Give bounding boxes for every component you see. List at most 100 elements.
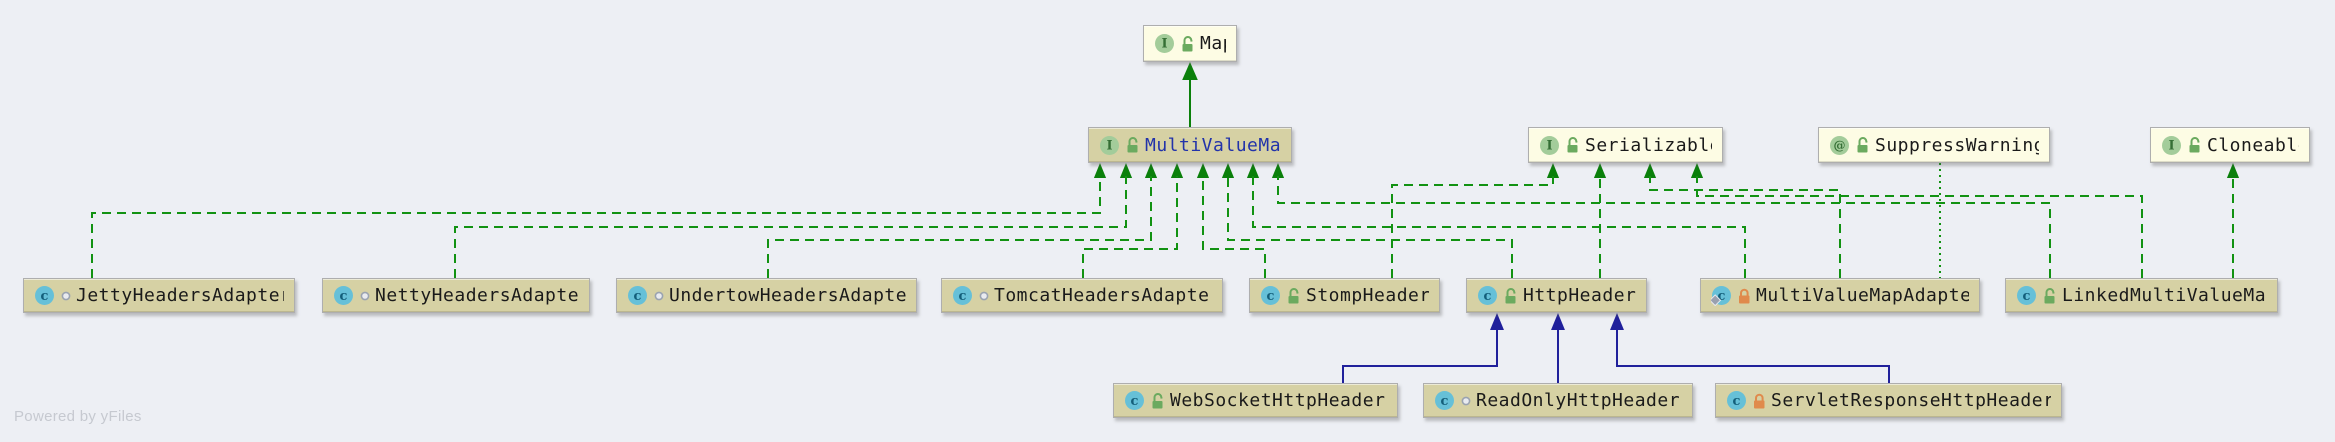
- node-Map[interactable]: I Map: [1143, 25, 1237, 62]
- open-lock-icon: [1180, 35, 1196, 53]
- node-HttpHeaders[interactable]: c HttpHeaders: [1466, 278, 1647, 313]
- svg-text:c: c: [1484, 289, 1492, 304]
- node-Serializable[interactable]: I Serializable: [1528, 127, 1723, 163]
- arrowhead-LinkedMultiValueMap-Cloneable: [2226, 163, 2240, 178]
- svg-text:c: c: [41, 289, 49, 304]
- node-StompHeaders[interactable]: c StompHeaders: [1249, 278, 1440, 313]
- edge-realization-NettyHeadersAdapter-MultiValueMap: [454, 176, 1127, 278]
- closed-lock-icon: [1752, 392, 1767, 410]
- node-WebSocketHttpHeaders[interactable]: c WebSocketHttpHeaders: [1113, 383, 1398, 418]
- svg-text:c: c: [959, 289, 967, 304]
- svg-text:I: I: [2168, 138, 2174, 153]
- closed-lock-icon: [1737, 287, 1752, 305]
- svg-text:@: @: [1834, 138, 1846, 152]
- open-lock-icon: [1150, 392, 1166, 410]
- arrowhead-MultiValueMap-Map: [1182, 62, 1198, 80]
- node-label: Serializable: [1585, 134, 1712, 156]
- edge-realization-LinkedMultiValueMap-Serializable: [1696, 176, 2143, 278]
- svg-text:I: I: [1161, 37, 1167, 52]
- svg-text:c: c: [634, 289, 642, 304]
- arrowhead-NettyHeadersAdapter-MultiValueMap: [1119, 163, 1133, 178]
- package-private-icon: [359, 290, 371, 302]
- class-icon: c: [34, 285, 55, 306]
- node-NettyHeadersAdapter[interactable]: c NettyHeadersAdapter: [322, 278, 590, 313]
- node-MultiValueMap[interactable]: I MultiValueMap: [1088, 127, 1292, 163]
- edge-realization-TomcatHeadersAdapter-MultiValueMap: [1082, 176, 1178, 278]
- node-label: HttpHeaders: [1523, 285, 1636, 306]
- yfiles-watermark: Powered by yFiles: [14, 408, 142, 425]
- interface-icon: I: [1099, 135, 1120, 156]
- open-lock-icon: [1286, 287, 1302, 305]
- interface-icon: I: [1539, 135, 1560, 156]
- node-MultiValueMapAdapter[interactable]: c MultiValueMapAdapter: [1700, 278, 1980, 313]
- svg-text:I: I: [1106, 138, 1112, 153]
- node-label: ReadOnlyHttpHeaders: [1476, 390, 1682, 411]
- class-icon: c: [1434, 390, 1455, 411]
- edge-realization-StompHeaders-Serializable: [1391, 176, 1554, 278]
- class-icon: c: [627, 285, 648, 306]
- edge-class-extends-WebSocketHttpHeaders-HttpHeaders: [1342, 328, 1498, 383]
- node-label: MultiValueMapAdapter: [1756, 285, 1969, 306]
- package-private-icon: [60, 290, 72, 302]
- class-icon: c: [1711, 285, 1732, 306]
- node-LinkedMultiValueMap[interactable]: c LinkedMultiValueMap: [2005, 278, 2278, 313]
- node-label: MultiValueMap: [1145, 134, 1281, 156]
- svg-text:c: c: [1441, 394, 1449, 409]
- arrowhead-LinkedMultiValueMap-MultiValueMap: [1271, 163, 1285, 178]
- node-label: NettyHeadersAdapter: [375, 285, 579, 306]
- arrowhead-StompHeaders-MultiValueMap: [1196, 163, 1210, 178]
- arrowhead-LinkedMultiValueMap-Serializable: [1690, 163, 1704, 178]
- edge-realization-MultiValueMapAdapter-MultiValueMap: [1252, 176, 1746, 278]
- node-UndertowHeadersAdapter[interactable]: c UndertowHeadersAdapter: [616, 278, 917, 313]
- svg-text:c: c: [340, 289, 348, 304]
- arrowhead-JettyHeadersAdapter-MultiValueMap: [1093, 163, 1107, 178]
- node-label: JettyHeadersAdapter: [76, 285, 284, 306]
- svg-text:c: c: [1131, 394, 1139, 409]
- class-icon: c: [1477, 285, 1498, 306]
- node-ReadOnlyHttpHeaders[interactable]: c ReadOnlyHttpHeaders: [1423, 383, 1693, 418]
- arrowhead-ServletResponseHttpHeaders-HttpHeaders: [1610, 313, 1624, 330]
- arrowhead-WebSocketHttpHeaders-HttpHeaders: [1490, 313, 1504, 330]
- package-private-icon: [1460, 395, 1472, 407]
- class-icon: c: [333, 285, 354, 306]
- package-private-icon: [978, 290, 990, 302]
- node-label: Cloneable: [2207, 134, 2299, 156]
- svg-text:c: c: [2023, 289, 2031, 304]
- open-lock-icon: [1125, 136, 1141, 154]
- node-label: ServletResponseHttpHeaders: [1771, 390, 2051, 411]
- class-icon: c: [952, 285, 973, 306]
- node-Cloneable[interactable]: I Cloneable: [2150, 127, 2310, 163]
- node-label: UndertowHeadersAdapter: [669, 285, 906, 306]
- open-lock-icon: [1855, 136, 1871, 154]
- open-lock-icon: [2042, 287, 2058, 305]
- node-label: SuppressWarnings: [1875, 134, 2039, 156]
- node-label: Map: [1200, 33, 1226, 54]
- node-SuppressWarnings[interactable]: @ SuppressWarnings: [1818, 127, 2050, 163]
- class-icon: c: [1124, 390, 1145, 411]
- interface-icon: I: [2161, 135, 2182, 156]
- edge-realization-HttpHeaders-MultiValueMap: [1227, 176, 1513, 278]
- node-TomcatHeadersAdapter[interactable]: c TomcatHeadersAdapter: [941, 278, 1223, 313]
- node-label: LinkedMultiValueMap: [2062, 285, 2267, 306]
- svg-text:c: c: [1267, 289, 1275, 304]
- arrowhead-HttpHeaders-Serializable: [1593, 163, 1607, 178]
- svg-text:I: I: [1546, 138, 1552, 153]
- node-ServletResponseHttpHeaders[interactable]: c ServletResponseHttpHeaders: [1715, 383, 2062, 418]
- edge-realization-StompHeaders-MultiValueMap: [1202, 176, 1266, 278]
- node-JettyHeadersAdapter[interactable]: c JettyHeadersAdapter: [23, 278, 295, 313]
- arrowhead-ReadOnlyHttpHeaders-HttpHeaders: [1551, 313, 1565, 330]
- arrowhead-StompHeaders-Serializable: [1546, 163, 1560, 178]
- edge-realization-UndertowHeadersAdapter-MultiValueMap: [767, 176, 1152, 278]
- edge-realization-LinkedMultiValueMap-MultiValueMap: [1277, 176, 2051, 278]
- svg-text:c: c: [1718, 289, 1726, 304]
- arrowhead-MultiValueMapAdapter-Serializable: [1643, 163, 1657, 178]
- node-label: StompHeaders: [1306, 285, 1429, 306]
- annotation-icon: @: [1829, 135, 1850, 156]
- open-lock-icon: [2187, 136, 2203, 154]
- node-label: TomcatHeadersAdapter: [994, 285, 1212, 306]
- interface-icon: I: [1154, 33, 1175, 54]
- package-private-icon: [653, 290, 665, 302]
- open-lock-icon: [1565, 136, 1581, 154]
